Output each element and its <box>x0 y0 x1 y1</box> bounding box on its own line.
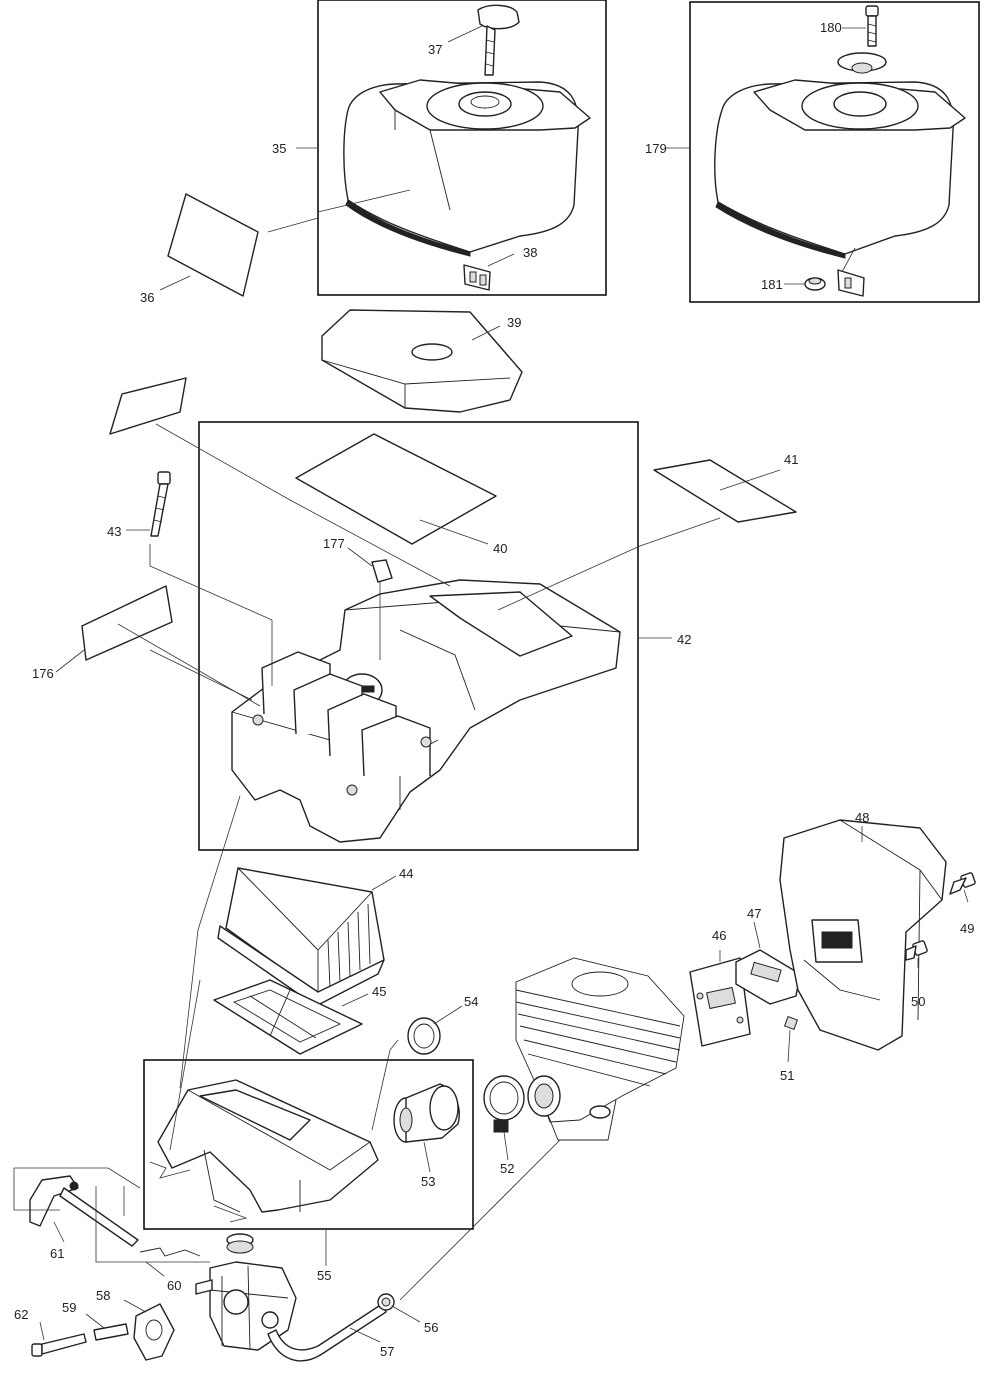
callout-42: 42 <box>677 632 691 647</box>
callout-47: 47 <box>747 906 761 921</box>
callout-55: 55 <box>317 1268 331 1283</box>
callout-40: 40 <box>493 541 507 556</box>
clamp-52-part <box>483 1075 525 1133</box>
callout-62: 62 <box>14 1307 28 1322</box>
hose-57-part <box>267 1303 387 1362</box>
callout-37: 37 <box>428 42 442 57</box>
grommet-181-part <box>804 277 826 291</box>
callout-60: 60 <box>167 1278 181 1293</box>
gasket-58-part <box>133 1303 175 1361</box>
lever-61-part <box>29 1175 139 1247</box>
callout-45: 45 <box>372 984 386 999</box>
gasket-46-part <box>689 957 751 1047</box>
callout-38: 38 <box>523 245 537 260</box>
callout-58: 58 <box>96 1288 110 1303</box>
callout-57: 57 <box>380 1344 394 1359</box>
alt-filter-cover-part <box>714 79 966 259</box>
leader-lines <box>13 25 969 1343</box>
callout-50: 50 <box>911 994 925 1009</box>
filter-base-part <box>213 979 363 1055</box>
filter-cover-part <box>343 79 591 257</box>
gasket-176-part <box>81 585 173 661</box>
cooling-fins <box>261 651 431 777</box>
nut-51-part <box>783 1015 799 1031</box>
grommet-56-part <box>377 1293 395 1311</box>
callout-53: 53 <box>421 1174 435 1189</box>
callout-56: 56 <box>424 1320 438 1335</box>
screw-180-part <box>865 5 879 47</box>
callout-36: 36 <box>140 290 154 305</box>
callout-179: 179 <box>645 141 667 156</box>
callout-181: 181 <box>761 277 783 292</box>
gasket-40-part <box>295 433 497 545</box>
gasket-47-part <box>735 949 801 1005</box>
ring-54-part <box>407 1017 441 1055</box>
bolt-49-part <box>949 872 976 895</box>
washer-part <box>837 52 887 74</box>
clip-38-part <box>463 264 491 291</box>
screw-43-part <box>150 471 171 537</box>
carburetor-housing-part <box>231 579 621 843</box>
callout-46: 46 <box>712 928 726 943</box>
callout-52: 52 <box>500 1161 514 1176</box>
callout-35: 35 <box>272 141 286 156</box>
callout-176: 176 <box>32 666 54 681</box>
carburetor-part <box>195 1261 297 1351</box>
intake-manifold-part <box>393 1083 460 1143</box>
rod-60-part <box>139 1247 201 1257</box>
callout-59: 59 <box>62 1300 76 1315</box>
group-box-alt-filter-cover <box>689 1 980 303</box>
callout-43: 43 <box>107 524 121 539</box>
gasket-36-part <box>167 193 259 297</box>
air-filter-part <box>217 867 385 1007</box>
clip-alt-part <box>837 269 865 297</box>
intake-housing-part <box>157 1079 379 1254</box>
callout-54: 54 <box>464 994 478 1009</box>
gasket-left-part <box>109 377 187 435</box>
cylinder-ghost <box>515 957 685 1141</box>
group-box-filter-cover <box>317 0 607 296</box>
callout-61: 61 <box>50 1246 64 1261</box>
callout-177: 177 <box>323 536 345 551</box>
clip-177-part <box>371 559 393 583</box>
callout-49: 49 <box>960 921 974 936</box>
callout-44: 44 <box>399 866 413 881</box>
bolt-50-part <box>905 940 928 961</box>
pre-filter-pad-part <box>321 309 523 413</box>
group-box-intake-housing <box>143 1059 474 1230</box>
callout-41: 41 <box>784 452 798 467</box>
callout-labels: 35 36 37 38 39 40 41 42 43 44 45 46 47 4… <box>14 20 974 1359</box>
callout-51: 51 <box>780 1068 794 1083</box>
pin-59-part <box>93 1323 129 1341</box>
group-box-carburetor-housing <box>198 421 639 851</box>
callout-180: 180 <box>820 20 842 35</box>
gasket-41-part <box>653 459 797 523</box>
screw-62-part <box>31 1333 87 1357</box>
muffler-part <box>779 819 947 1051</box>
knob-part <box>477 4 520 76</box>
callout-48: 48 <box>855 810 869 825</box>
callout-39: 39 <box>507 315 521 330</box>
